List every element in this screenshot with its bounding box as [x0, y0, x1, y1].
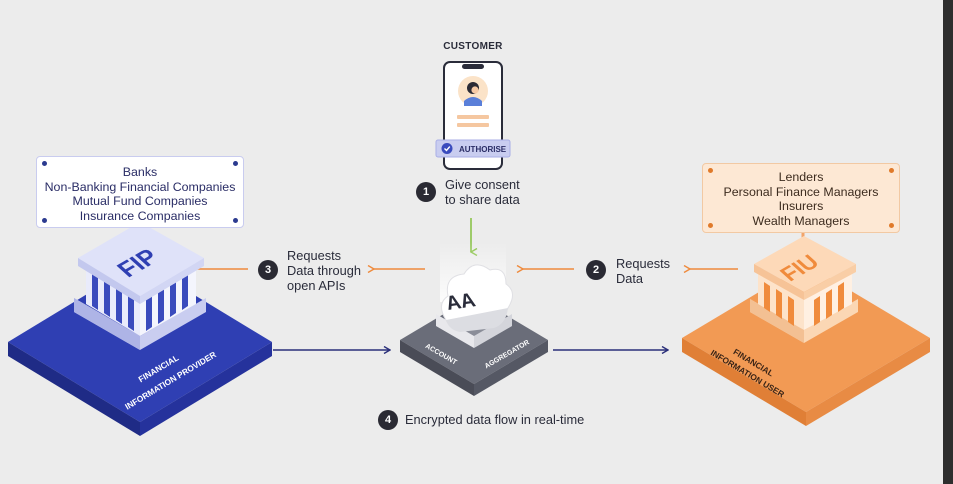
aa-badge: AA [443, 290, 478, 315]
step-3-line3: open APIs [287, 277, 346, 293]
step-3-line1: Requests [287, 248, 342, 263]
step-1-badge: 1 [416, 182, 436, 202]
fiu-users-box: Lenders Personal Finance Managers Insure… [702, 163, 900, 233]
fip-provider-item: Mutual Fund Companies [72, 194, 208, 209]
corner-dot [708, 168, 713, 173]
corner-dot [42, 161, 47, 166]
corner-dot [708, 223, 713, 228]
corner-dot [233, 161, 238, 166]
authorise-label: AUTHORISE [459, 145, 507, 154]
authorise-button[interactable]: AUTHORISE [435, 139, 511, 158]
corner-dot [233, 218, 238, 223]
step-1-line1: Give consent [445, 177, 520, 192]
step-3-text: Requests Data through open APIs [287, 248, 361, 293]
fip-provider-item: Banks [122, 165, 158, 179]
step-4-text: Encrypted data flow in real-time [405, 412, 585, 427]
aa-cloud: AA [441, 264, 513, 332]
fip-providers-box: Banks Non-Banking Financial Companies Mu… [36, 156, 244, 228]
right-edge-strip [943, 0, 953, 484]
fip-provider-item: Non-Banking Financial Companies [44, 179, 236, 194]
customer-label: CUSTOMER [443, 41, 503, 52]
corner-dot [889, 223, 894, 228]
step-3-badge: 3 [258, 260, 278, 280]
step-4-badge: 4 [378, 410, 398, 430]
step-2-text: Requests Data [616, 256, 671, 287]
fiu-user-item: Wealth Managers [752, 213, 850, 228]
step-3-line2: Data through [287, 262, 361, 278]
fiu-user-item: Personal Finance Managers [723, 184, 879, 199]
step-1-line2: to share data [445, 191, 520, 207]
fiu-user-item: Insurers [778, 199, 824, 214]
step-2-line2: Data [616, 270, 644, 286]
step-2-badge: 2 [586, 260, 606, 280]
step-2-line1: Requests [616, 256, 671, 271]
fip-building: FIP [74, 222, 206, 350]
fip-provider-item: Insurance Companies [79, 208, 201, 223]
corner-dot [889, 168, 894, 173]
fiu-user-item: Lenders [778, 170, 824, 184]
corner-dot [42, 218, 47, 223]
step-1-text: Give consent to share data [445, 177, 520, 208]
fiu-building: FIU [750, 236, 858, 343]
